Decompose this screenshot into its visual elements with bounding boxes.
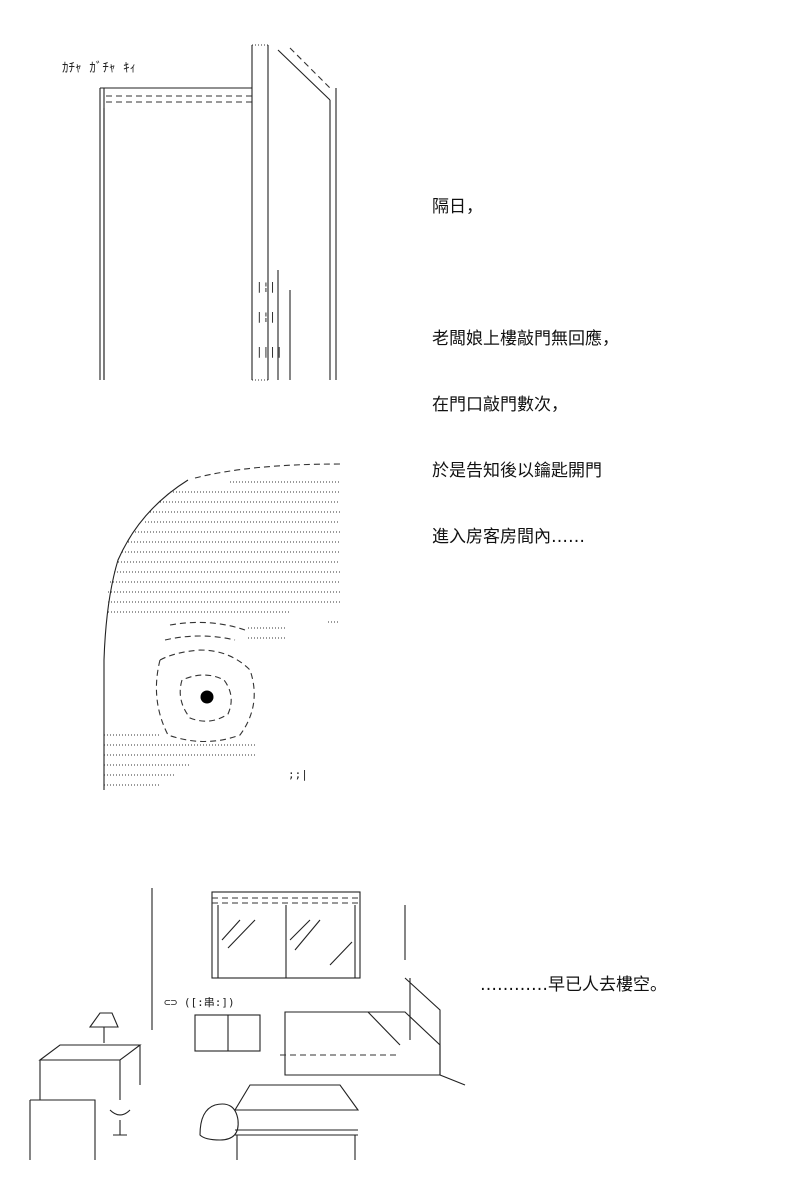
narration-block: 隔日， 老闆娘上樓敲門無回應， 在門口敲門數次， 於是告知後以鑰匙開門 進入房客… [432, 152, 619, 570]
narration-line: 進入房客房間內…… [432, 527, 585, 547]
empty-room-illustration: ⊂⊃ ([:串:]) [29, 888, 466, 1160]
narration-line: 隔日， [432, 197, 483, 217]
door-illustration: ｶﾁｬ ｶﾞﾁｬ ｷｨ |¦| |¦| |||| [62, 44, 337, 381]
svg-text:⊂⊃ ([:串:]): ⊂⊃ ([:串:]) [164, 996, 235, 1009]
narration-line: 在門口敲門數次， [432, 395, 568, 415]
svg-text:||||: |||| [256, 345, 283, 358]
svg-text:|¦|: |¦| [256, 310, 276, 323]
sfx-text: ｶﾁｬ ｶﾞﾁｬ ｷｨ [62, 61, 136, 76]
svg-text:|¦|: |¦| [256, 280, 276, 293]
eye-closeup-illustration: ;;| [103, 463, 341, 790]
svg-text:;;|: ;;| [288, 768, 308, 781]
caption-text: …………早已人去樓空。 [480, 975, 667, 995]
narration-line [432, 262, 619, 284]
narration-line: 於是告知後以鑰匙開門 [432, 461, 602, 481]
pupil-icon [200, 690, 214, 704]
narration-line: 老闆娘上樓敲門無回應， [432, 329, 619, 349]
